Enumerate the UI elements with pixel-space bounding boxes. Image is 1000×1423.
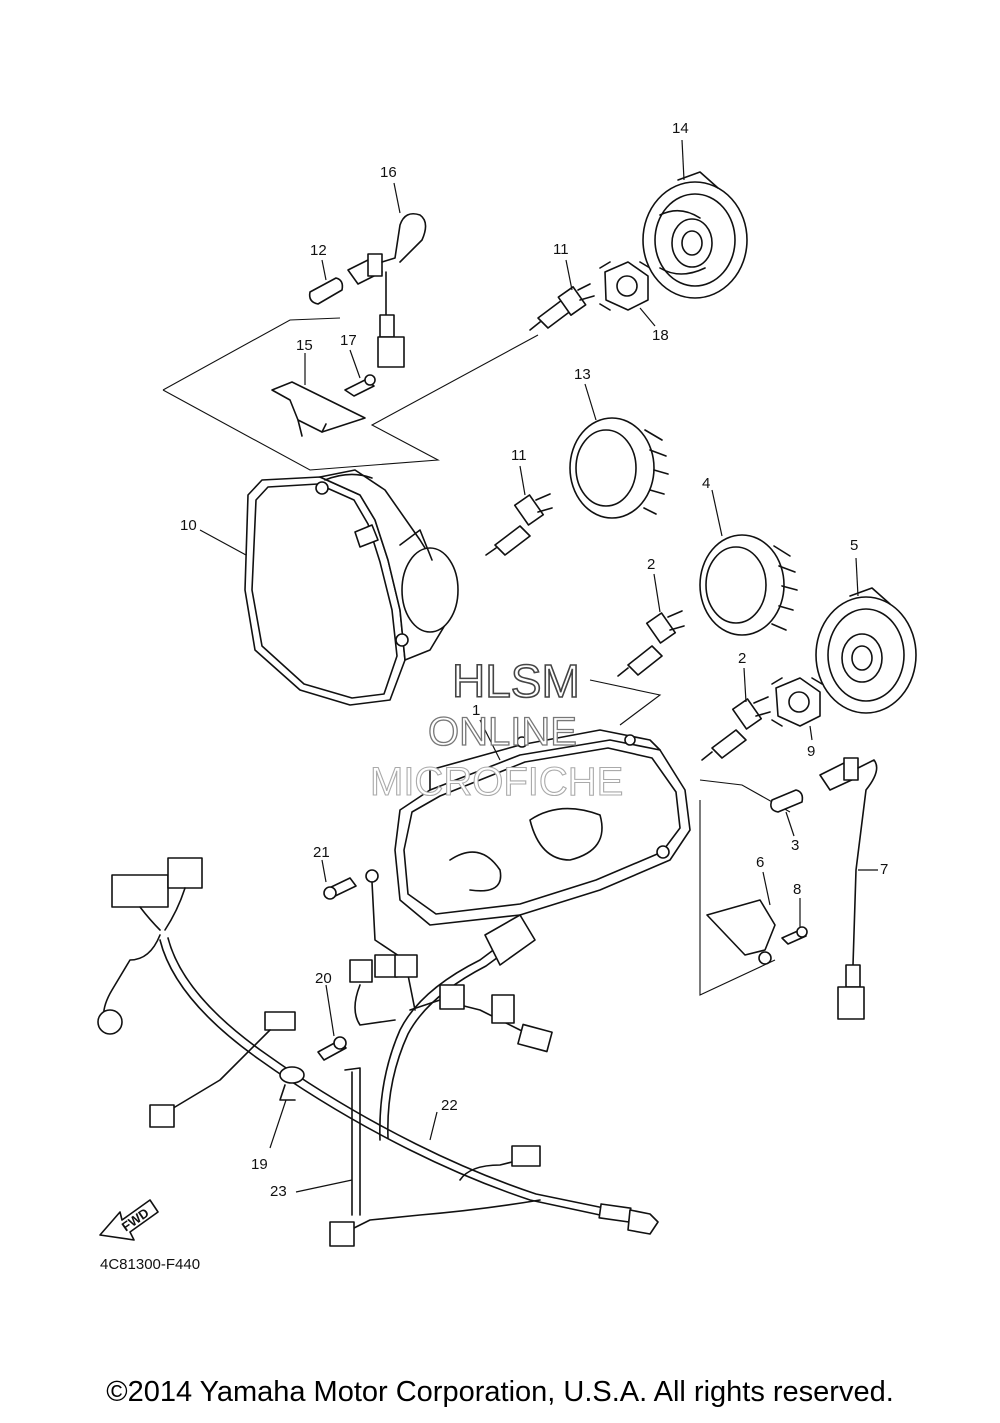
callout-10: 10 bbox=[180, 517, 197, 534]
fwd-arrow: FWD bbox=[99, 1199, 159, 1241]
callout-11: 11 bbox=[553, 241, 569, 258]
callout-6: 6 bbox=[756, 854, 764, 871]
callout-13: 13 bbox=[574, 366, 591, 383]
copyright-notice: ©2014 Yamaha Motor Corporation, U.S.A. A… bbox=[106, 1376, 894, 1408]
callout-23: 23 bbox=[270, 1183, 287, 1200]
callout-11-lower: 11 bbox=[511, 447, 527, 464]
part-2-bulb-b bbox=[701, 696, 771, 761]
part-10-upper-headlight-unit bbox=[244, 469, 459, 706]
part-21-bolt bbox=[323, 869, 416, 1011]
callout-1: 1 bbox=[472, 702, 480, 719]
part-3-position-bulb bbox=[770, 789, 804, 813]
callout-7: 7 bbox=[880, 861, 888, 878]
watermark-line2: ONLINE bbox=[428, 710, 577, 754]
part-17-screw bbox=[344, 374, 376, 397]
part-16-socket-lead bbox=[347, 212, 427, 368]
part-2-bulb-a bbox=[617, 610, 685, 677]
part-4-seal-lower bbox=[699, 534, 798, 636]
callout-15: 15 bbox=[296, 337, 313, 354]
callout-14: 14 bbox=[672, 120, 689, 137]
part-5-cover-lower bbox=[815, 587, 917, 714]
part-7-socket-lead bbox=[819, 757, 878, 1020]
part-11-bulb-lower bbox=[485, 493, 553, 556]
callout-3: 3 bbox=[791, 837, 799, 854]
part-6-bracket bbox=[706, 899, 776, 965]
assembly-guide-lines bbox=[162, 317, 791, 996]
part-18-bulb-holder-upper bbox=[599, 261, 651, 311]
part-15-bracket bbox=[271, 381, 366, 437]
callout-17: 17 bbox=[340, 332, 357, 349]
part-8-screw bbox=[781, 926, 808, 945]
part-23-band bbox=[344, 1067, 361, 1216]
callout-12: 12 bbox=[310, 242, 327, 259]
callout-21: 21 bbox=[313, 844, 330, 861]
part-12-position-bulb bbox=[308, 277, 344, 305]
callout-2-lower: 2 bbox=[738, 650, 746, 667]
part-20-bolt bbox=[317, 1036, 347, 1061]
callout-16: 16 bbox=[380, 164, 397, 181]
callout-labels: 14 16 12 11 18 15 17 13 11 4 10 5 2 2 1 … bbox=[180, 120, 888, 1200]
part-14-cover-upper bbox=[642, 171, 748, 299]
diagram-code: 4C81300-F440 bbox=[100, 1256, 200, 1273]
watermark: HLSM ONLINE MICROFICHE bbox=[369, 654, 623, 804]
part-22-wire-harness bbox=[97, 857, 659, 1247]
part-1-lower-headlight-unit bbox=[394, 729, 691, 926]
callout-20: 20 bbox=[315, 970, 332, 987]
callout-2: 2 bbox=[647, 556, 655, 573]
callout-22: 22 bbox=[441, 1097, 458, 1114]
callout-19: 19 bbox=[251, 1156, 268, 1173]
part-9-bulb-holder-lower bbox=[771, 677, 823, 727]
callout-5: 5 bbox=[850, 537, 858, 554]
part-19-clamp bbox=[279, 1066, 305, 1101]
callout-18: 18 bbox=[652, 327, 669, 344]
part-11-bulb-upper bbox=[529, 283, 595, 331]
watermark-line3: MICROFICHE bbox=[370, 760, 623, 804]
watermark-line1: HLSM bbox=[452, 655, 580, 707]
part-13-seal-upper bbox=[569, 417, 669, 519]
callout-9: 9 bbox=[807, 743, 815, 760]
callout-8: 8 bbox=[793, 881, 801, 898]
callout-4: 4 bbox=[702, 475, 710, 492]
